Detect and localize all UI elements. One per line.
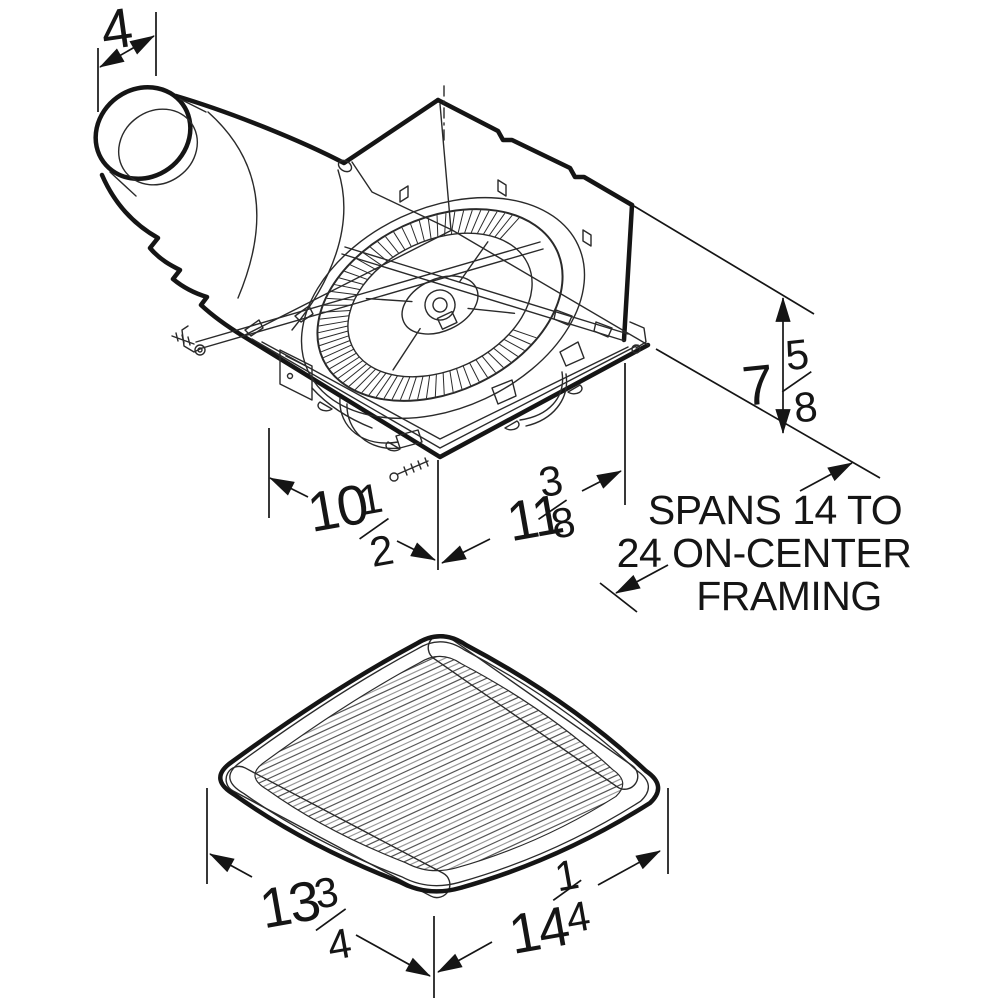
funnel-top-outline — [173, 93, 441, 166]
fraction-bar — [552, 879, 582, 902]
fraction-denominator: 4 — [324, 919, 355, 969]
bracket-ends — [181, 321, 647, 353]
note-line-2: 24 ON-CENTER — [617, 530, 912, 576]
grille-louvers — [254, 656, 623, 871]
blower-wheel — [300, 196, 586, 420]
fraction-denominator: 2 — [366, 526, 397, 576]
bar-tabs — [244, 305, 613, 338]
dimension-label: 14 1 4 — [504, 850, 594, 966]
dimension-line — [99, 35, 155, 68]
hub-shaft — [432, 297, 448, 313]
fraction-bar — [359, 517, 389, 540]
dimension-label: 7 5 8 — [739, 330, 820, 432]
fraction-bar — [538, 499, 568, 520]
framing-note: SPANS 14 TO 24 ON-CENTER FRAMING — [599, 462, 912, 619]
wall-knockouts — [399, 179, 592, 247]
leader-upper — [799, 462, 853, 492]
fraction-denominator: 8 — [792, 382, 820, 431]
extension-lines — [633, 205, 881, 479]
rim-keyhole-slots — [317, 384, 583, 452]
note-line-3: FRAMING — [696, 573, 882, 619]
dimension-line-b — [355, 934, 431, 977]
wires-right — [519, 371, 568, 427]
wheel-inner-rim — [347, 232, 533, 378]
hanger-bars — [171, 241, 647, 482]
fraction-numerator: 5 — [783, 330, 811, 379]
whole-number: 10 — [303, 472, 371, 544]
duct-outlet-rim — [93, 84, 193, 182]
dimension-line-a — [441, 538, 491, 564]
duct-elbow — [93, 84, 441, 339]
dimension-label: 13 3 4 — [255, 867, 355, 969]
wheel-outer-rim — [316, 208, 564, 402]
funnel-cone-line — [291, 169, 345, 331]
hub-ring — [424, 289, 456, 321]
dimension-label: 11 3 8 — [502, 456, 579, 553]
housing-walls — [351, 85, 635, 343]
scroll-ring — [300, 196, 586, 420]
whole-number: 13 — [255, 868, 323, 940]
dimension-line-b — [396, 540, 436, 561]
whole-number: 14 — [504, 894, 573, 966]
scroll-tabs — [491, 341, 585, 405]
dimension-line-a — [209, 853, 253, 878]
wire-connector — [395, 429, 423, 449]
wheel-fins — [318, 210, 537, 401]
wires-left — [311, 387, 401, 450]
hanger-bar-right — [341, 246, 629, 342]
grille-smooth-band-upper — [427, 634, 639, 790]
bracket-screw-left — [194, 344, 206, 356]
housing-top-right-edge — [435, 97, 635, 208]
screw-head — [389, 472, 399, 482]
threaded-screw-left — [171, 332, 195, 346]
duct-collar-lines — [109, 98, 207, 197]
extension-lines — [97, 12, 157, 112]
wiring — [279, 349, 568, 450]
fraction-bar — [315, 908, 347, 932]
fraction-bar — [781, 370, 812, 393]
motor-mount — [436, 310, 458, 330]
grille-drawing — [130, 509, 745, 899]
dimension-line-a — [269, 477, 309, 498]
dimension-grille-side-right: 14 1 4 — [437, 788, 669, 973]
extension-lines — [268, 428, 439, 570]
housing-right-edge — [621, 202, 635, 343]
note-line-1: SPANS 14 TO — [648, 487, 902, 533]
funnel-screw-boss — [337, 159, 353, 173]
dimension-line-b — [581, 470, 622, 492]
dimension-housing-side-left: 10 1 2 — [268, 428, 439, 576]
whole-number: 11 — [502, 482, 566, 553]
housing-corner-fold — [439, 103, 452, 231]
junction-box — [279, 349, 313, 401]
junction-box-knockout — [286, 372, 294, 380]
fan-housing-drawing — [93, 84, 651, 482]
dimension-housing-height: 7 5 8 — [633, 205, 881, 479]
funnel-cone-line — [207, 111, 258, 299]
duct-outlet-inner — [117, 108, 199, 186]
rim-channel-lines — [251, 338, 639, 449]
dimension-duct-diameter: 4 — [97, 0, 157, 112]
rim-front-edges — [240, 333, 651, 460]
leader-lower — [615, 564, 669, 594]
extension-lines — [206, 788, 435, 998]
whole-number: 7 — [739, 352, 775, 418]
dimension-line-b — [597, 850, 661, 886]
housing-rim — [240, 229, 651, 460]
threaded-screw-front — [397, 457, 429, 476]
bracket-screw-left-center — [197, 347, 203, 353]
dimension-value: 4 — [97, 0, 135, 62]
dimension-line-a — [437, 941, 493, 973]
funnel-bottom-outline — [99, 172, 246, 339]
bracket-screw-right — [631, 344, 641, 354]
dimension-label: 10 1 2 — [303, 472, 397, 576]
leader-tick — [599, 582, 638, 613]
